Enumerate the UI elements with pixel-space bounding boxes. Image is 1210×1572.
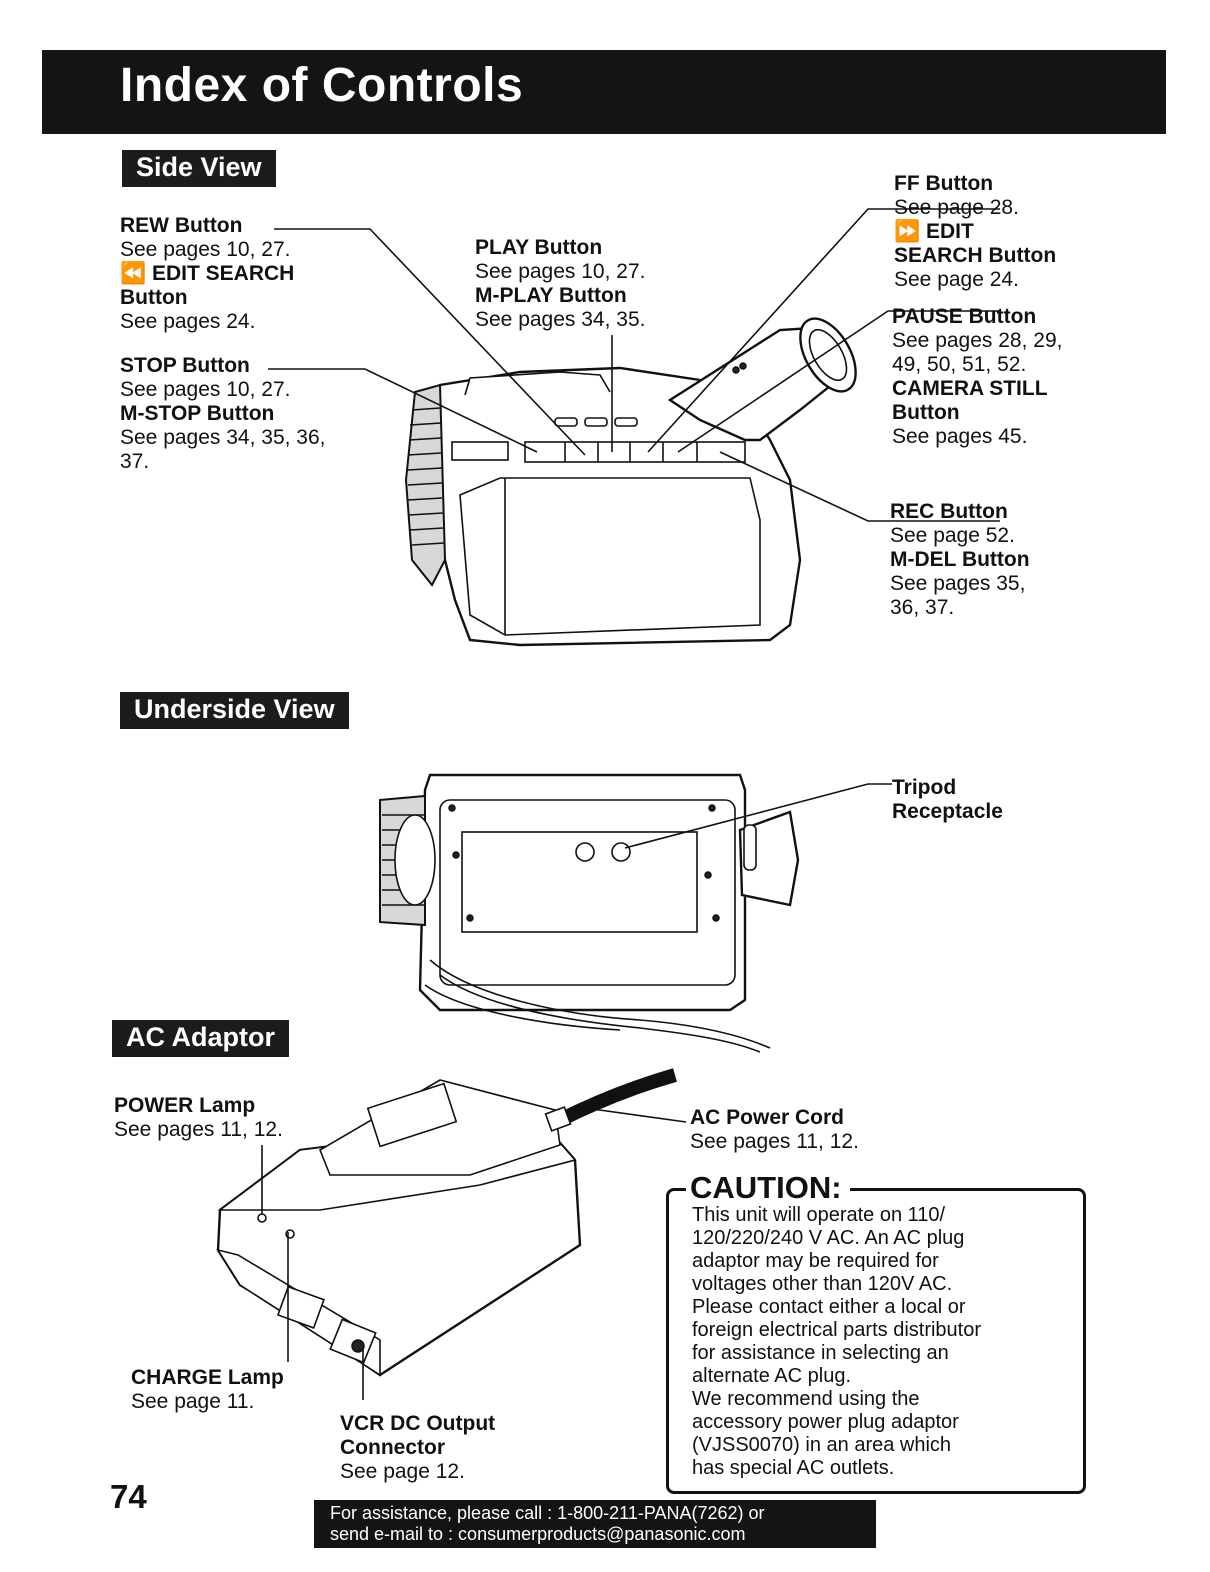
m-del-button-label: M-DEL Button [890,548,1030,571]
play-button-label: PLAY Button [475,236,603,259]
callout-vcr-dc-output: VCR DC Output Connector See page 12. [340,1412,495,1484]
page-title: Index of Controls [120,59,524,112]
rec-button-label: REC Button [890,500,1008,523]
callout-stop-button: STOP Button See pages 10, 27. M-STOP But… [120,354,326,474]
rec-button-pages: See page 52. [890,524,1015,547]
callout-pause-button: PAUSE Button See pages 28, 29, 49, 50, 5… [892,305,1062,449]
m-stop-button-pages: See pages 34, 35, 36, [120,426,326,449]
camcorder-side-illustration [404,317,857,647]
camera-still-pages: See pages 45. [892,425,1028,448]
page-number: 74 [110,1478,147,1515]
adaptor-leader-lines [261,1107,687,1400]
section-ac-adaptor: AC Adaptor [112,1020,289,1057]
rew-edit-search-pages: See pages 24. [120,310,256,333]
ac-power-cord-label: AC Power Cord [690,1106,845,1129]
rew-edit-search-label-2: Button [120,286,188,309]
camera-still-label-2: Button [892,401,960,424]
play-button-pages: See pages 10, 27. [475,260,646,283]
charge-lamp-label: CHARGE Lamp [131,1366,284,1389]
footer-line-1: For assistance, please call : 1-800-211-… [330,1503,765,1523]
caution-title: CAUTION: [686,1170,850,1206]
m-del-button-pages-2: 36, 37. [890,596,955,619]
m-stop-button-pages-2: 37. [120,450,150,473]
section-underside-view: Underside View [120,692,349,729]
ac-adaptor-illustration [216,1068,677,1377]
tripod-leader-line [624,783,892,849]
caution-box [666,1188,1086,1494]
callout-power-lamp: POWER Lamp See pages 11, 12. [114,1094,283,1142]
title-bar [42,50,1166,134]
power-lamp-pages: See pages 11, 12. [114,1118,283,1141]
rew-edit-search-label: ⏪ EDIT SEARCH [120,262,295,285]
ff-edit-search-pages: See page 24. [894,268,1019,291]
callout-play-button: PLAY Button See pages 10, 27. M-PLAY But… [475,236,645,332]
stop-button-label: STOP Button [120,354,250,377]
callout-charge-lamp: CHARGE Lamp See page 11. [131,1366,284,1414]
callout-rew-button: REW Button See pages 10, 27. ⏪ EDIT SEAR… [120,214,294,334]
camera-still-label: CAMERA STILL [892,377,1048,400]
callout-rec-button: REC Button See page 52. M-DEL Button See… [890,500,1030,620]
tripod-label-2: Receptacle [892,800,1003,823]
ff-edit-search-label: SEARCH Button [894,244,1057,267]
m-play-button-label: M-PLAY Button [475,284,627,307]
callout-ac-power-cord: AC Power Cord See pages 11, 12. [690,1106,859,1154]
vcr-dc-output-label-2: Connector [340,1436,445,1459]
callout-tripod: Tripod Receptacle [892,776,1003,824]
pause-button-pages-2: 49, 50, 51, 52. [892,353,1027,376]
caution-text: This unit will operate on 110/ 120/220/2… [692,1204,982,1479]
ff-button-pages: See page 28. [894,196,1019,219]
ff-edit-label: ⏩ EDIT [894,220,974,243]
m-stop-button-label: M-STOP Button [120,402,275,425]
pause-button-label: PAUSE Button [892,305,1037,328]
ac-power-cord-pages: See pages 11, 12. [690,1130,859,1153]
rew-button-label: REW Button [120,214,243,237]
pause-button-pages: See pages 28, 29, [892,329,1063,352]
m-del-button-pages: See pages 35, [890,572,1026,595]
power-lamp-label: POWER Lamp [114,1094,256,1117]
camcorder-underside-illustration [379,773,800,1053]
m-play-button-pages: See pages 34, 35. [475,308,646,331]
vcr-dc-output-label: VCR DC Output [340,1412,496,1435]
vcr-dc-output-pages: See page 12. [340,1460,465,1483]
stop-button-pages: See pages 10, 27. [120,378,291,401]
assistance-footer: For assistance, please call : 1-800-211-… [314,1500,876,1548]
ff-button-label: FF Button [894,172,994,195]
side-view-leader-lines [268,208,1000,522]
rew-button-pages: See pages 10, 27. [120,238,291,261]
section-side-view: Side View [122,150,276,187]
footer-line-2: send e-mail to : consumerproducts@panaso… [330,1524,746,1544]
charge-lamp-pages: See page 11. [131,1390,255,1413]
callout-ff-button: FF Button See page 28. ⏩ EDIT SEARCH But… [894,172,1056,292]
tripod-label: Tripod [892,776,957,799]
